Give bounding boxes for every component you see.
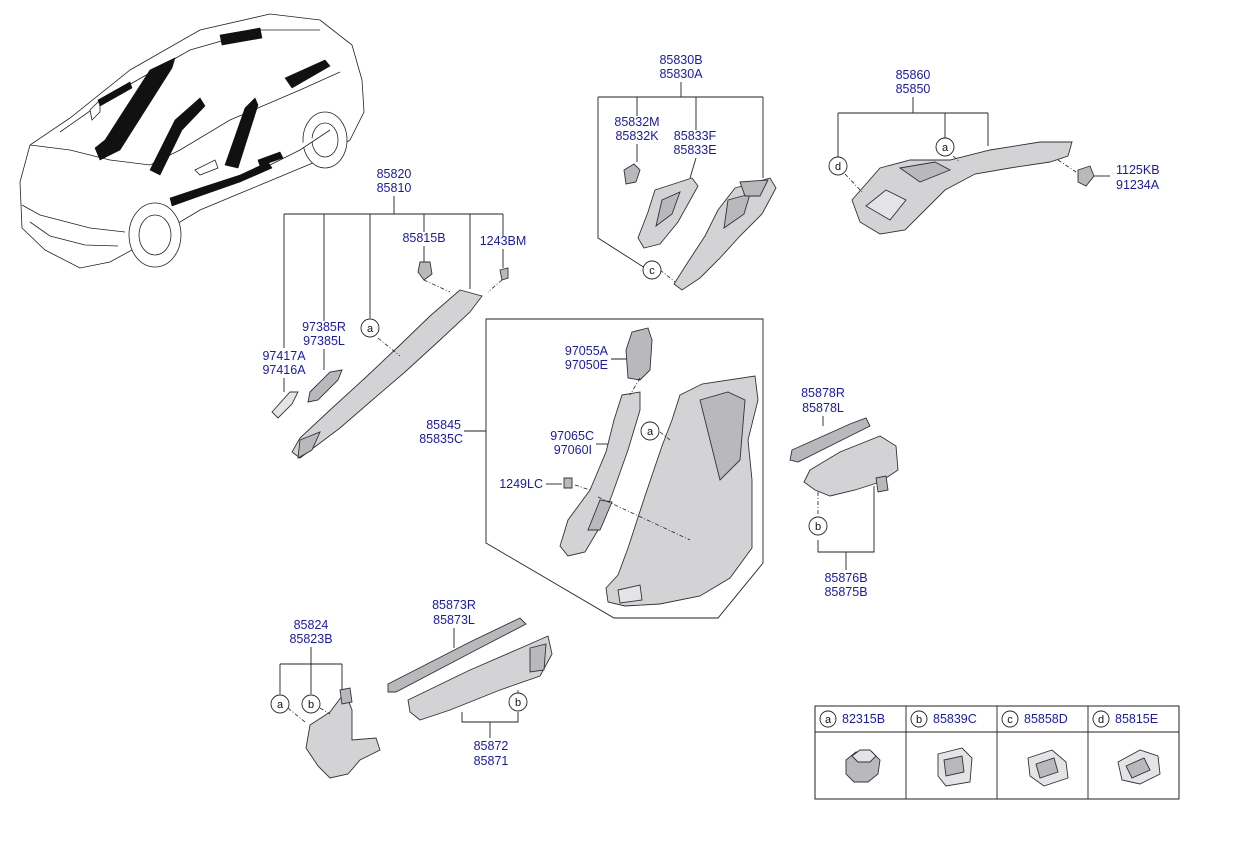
label-85873R[interactable]: 85873R [432, 598, 476, 612]
label-85823B[interactable]: 85823B [289, 632, 332, 646]
group-85824: 85824 85823B a b [270, 618, 381, 779]
callout-a-85820[interactable] [360, 318, 380, 338]
callout-b-text-3: b [308, 699, 314, 711]
label-85860[interactable]: 85860 [896, 68, 931, 82]
callout-a-text: a [942, 142, 949, 154]
callout-a-85824[interactable] [270, 694, 290, 714]
callout-b-text: b [815, 521, 821, 533]
legend-c-part[interactable]: 85858D [1024, 712, 1068, 726]
label-97385R[interactable]: 97385R [302, 320, 346, 334]
legend-b-part[interactable]: 85839C [933, 712, 977, 726]
label-85875B[interactable]: 85875B [824, 585, 867, 599]
label-85833E[interactable]: 85833E [673, 143, 716, 157]
callout-c-85830[interactable] [642, 260, 662, 280]
callout-b-text-2: b [515, 697, 521, 709]
callout-b-85872[interactable] [508, 692, 528, 712]
legend-cell-a[interactable]: a 82315B [819, 710, 885, 783]
label-97416A[interactable]: 97416A [262, 363, 306, 377]
legend-c-key: c [1007, 714, 1013, 726]
legend-d-part[interactable]: 85815E [1115, 712, 1158, 726]
callout-a-text-2: a [367, 323, 374, 335]
callout-b-85824[interactable] [301, 694, 321, 714]
label-85878R[interactable]: 85878R [801, 386, 845, 400]
legend-d-key: d [1098, 714, 1104, 726]
label-85832K[interactable]: 85832K [615, 129, 659, 143]
label-85832M[interactable]: 85832M [614, 115, 659, 129]
label-85833F[interactable]: 85833F [674, 129, 717, 143]
callout-a-text-3: a [647, 426, 654, 438]
callout-c-text: c [649, 265, 655, 277]
group-85830: 85830B 85830A 85832M 85832K 85833F 85833… [597, 53, 777, 291]
legend-b-key: b [916, 714, 922, 726]
group-85876: 85878R 85878L b 85876B 85875B [789, 386, 899, 599]
callout-d-text: d [835, 161, 841, 173]
label-91234A[interactable]: 91234A [1116, 178, 1160, 192]
label-85871[interactable]: 85871 [474, 754, 509, 768]
legend-a-key: a [825, 714, 832, 726]
label-97060I[interactable]: 97060I [554, 443, 592, 457]
callout-a-85860[interactable] [935, 137, 955, 157]
legend-cell-b[interactable]: b 85839C [910, 710, 977, 787]
label-85872[interactable]: 85872 [474, 739, 509, 753]
label-85820[interactable]: 85820 [377, 167, 412, 181]
label-1243BM[interactable]: 1243BM [480, 234, 527, 248]
callout-d-85860[interactable] [828, 156, 848, 176]
label-97417A[interactable]: 97417A [262, 349, 306, 363]
callout-a-85845[interactable] [640, 421, 660, 441]
label-85810[interactable]: 85810 [377, 181, 412, 195]
legend-table: a 82315B b 85839C c 85858D d 85815E [814, 705, 1180, 800]
legend-cell-d[interactable]: d 85815E [1092, 710, 1161, 785]
label-97055A[interactable]: 97055A [565, 344, 609, 358]
label-85845[interactable]: 85845 [426, 418, 461, 432]
label-1249LC[interactable]: 1249LC [499, 477, 543, 491]
callout-a-text-4: a [277, 699, 284, 711]
label-85830B[interactable]: 85830B [659, 53, 702, 67]
legend-a-part[interactable]: 82315B [842, 712, 885, 726]
label-85878L[interactable]: 85878L [802, 401, 844, 415]
label-97385L[interactable]: 97385L [303, 334, 345, 348]
label-85876B[interactable]: 85876B [824, 571, 867, 585]
group-85820: 85820 85810 85815B 1243BM 97385R 97385L … [262, 167, 527, 459]
label-1125KB[interactable]: 1125KB [1116, 163, 1160, 177]
label-85835C[interactable]: 85835C [419, 432, 463, 446]
label-85815B[interactable]: 85815B [402, 231, 445, 245]
label-85824[interactable]: 85824 [294, 618, 329, 632]
group-85872: 85873R 85873L b 85872 85871 [387, 598, 553, 768]
legend-cell-c[interactable]: c 85858D [1001, 710, 1069, 787]
label-97065C[interactable]: 97065C [550, 429, 594, 443]
label-97050E[interactable]: 97050E [565, 358, 608, 372]
label-85873L[interactable]: 85873L [433, 613, 475, 627]
callout-b-85876[interactable] [808, 516, 828, 536]
vehicle-illustration [19, 13, 365, 269]
group-85845: 85845 85835C 97055A 97050E 97065C 97060I… [419, 318, 764, 619]
group-85860: 85860 85850 1125KB 91234A d a [828, 68, 1160, 235]
label-85850[interactable]: 85850 [896, 82, 931, 96]
label-85830A[interactable]: 85830A [659, 67, 703, 81]
